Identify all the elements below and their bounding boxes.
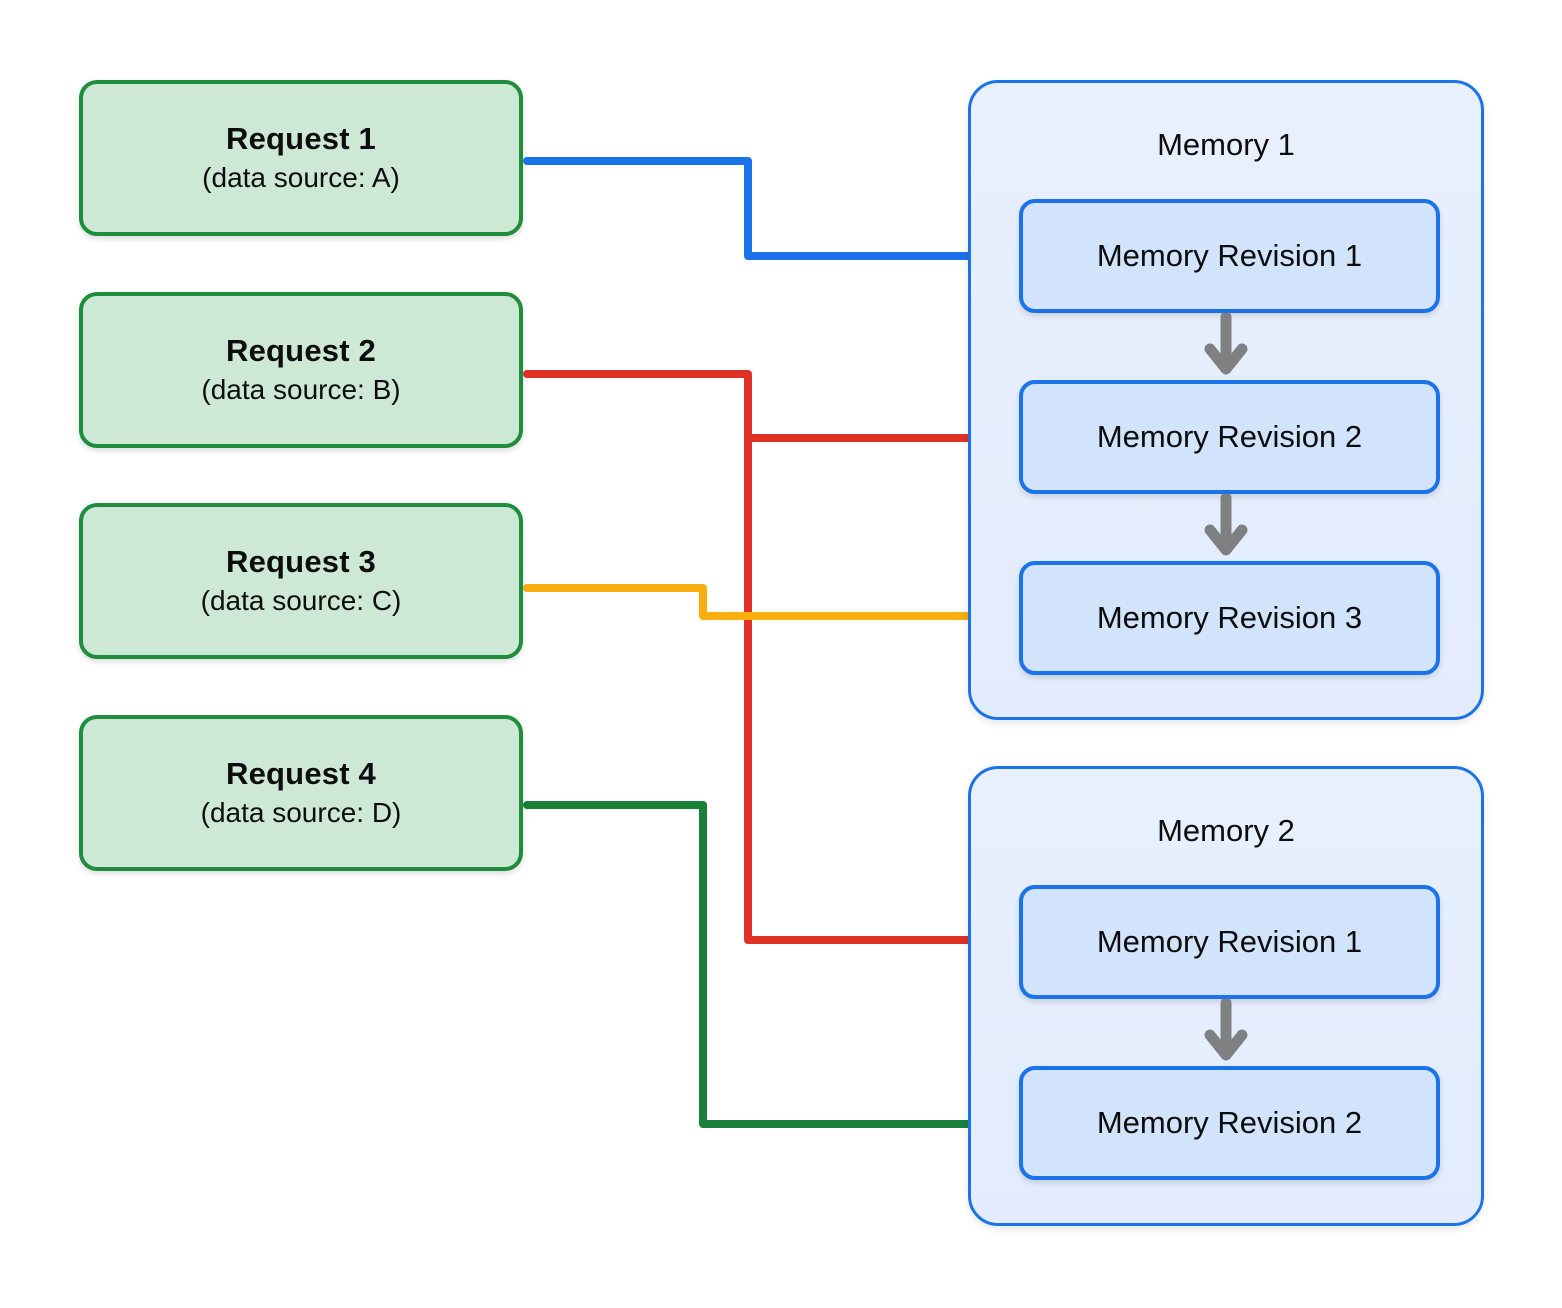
request-title: Request 3 (226, 544, 376, 580)
request-title: Request 4 (226, 756, 376, 792)
request-subtitle: (data source: C) (200, 584, 402, 616)
wire-request-4-to-memory2-revision2 (523, 801, 1010, 1145)
request-box-1[interactable]: Request 1 (data source: A) (79, 80, 523, 236)
memory-group-title: Memory 2 (1157, 813, 1295, 848)
memory-revision-label: Memory Revision 3 (1096, 600, 1363, 635)
request-box-3[interactable]: Request 3 (data source: C) (79, 503, 523, 659)
memory-revision-label: Memory Revision 1 (1096, 238, 1363, 273)
down-arrow-icon (971, 999, 1481, 1061)
memory-revision-box[interactable]: Memory Revision 2 (1019, 380, 1440, 494)
memory-group-2[interactable]: Memory 2 Memory Revision 1 Memory Revisi… (968, 766, 1484, 1226)
request-title: Request 2 (226, 333, 376, 369)
memory-revision-label: Memory Revision 2 (1096, 419, 1363, 454)
memory-revision-box[interactable]: Memory Revision 3 (1019, 561, 1440, 675)
memory-revision-box[interactable]: Memory Revision 1 (1019, 199, 1440, 313)
down-arrow-icon (971, 313, 1481, 375)
memory-group-1[interactable]: Memory 1 Memory Revision 1 Memory Revisi… (968, 80, 1484, 720)
down-arrow-icon (971, 494, 1481, 556)
wire-request-2-to-memory1-revision2-and-memory2-revision1 (523, 370, 1010, 961)
request-subtitle: (data source: D) (200, 796, 402, 828)
request-subtitle: (data source: B) (201, 373, 401, 405)
request-title: Request 1 (226, 121, 376, 157)
request-box-4[interactable]: Request 4 (data source: D) (79, 715, 523, 871)
memory-revision-label: Memory Revision 2 (1096, 1105, 1363, 1140)
wire-request-3-to-memory1-revision3 (523, 584, 1010, 637)
memory-revision-box[interactable]: Memory Revision 2 (1019, 1066, 1440, 1180)
request-subtitle: (data source: A) (202, 161, 400, 193)
memory-revision-box[interactable]: Memory Revision 1 (1019, 885, 1440, 999)
wire-request-1-to-memory1-revision1 (523, 157, 1010, 277)
memory-group-title: Memory 1 (1157, 127, 1295, 162)
request-box-2[interactable]: Request 2 (data source: B) (79, 292, 523, 448)
memory-revision-label: Memory Revision 1 (1096, 924, 1363, 959)
